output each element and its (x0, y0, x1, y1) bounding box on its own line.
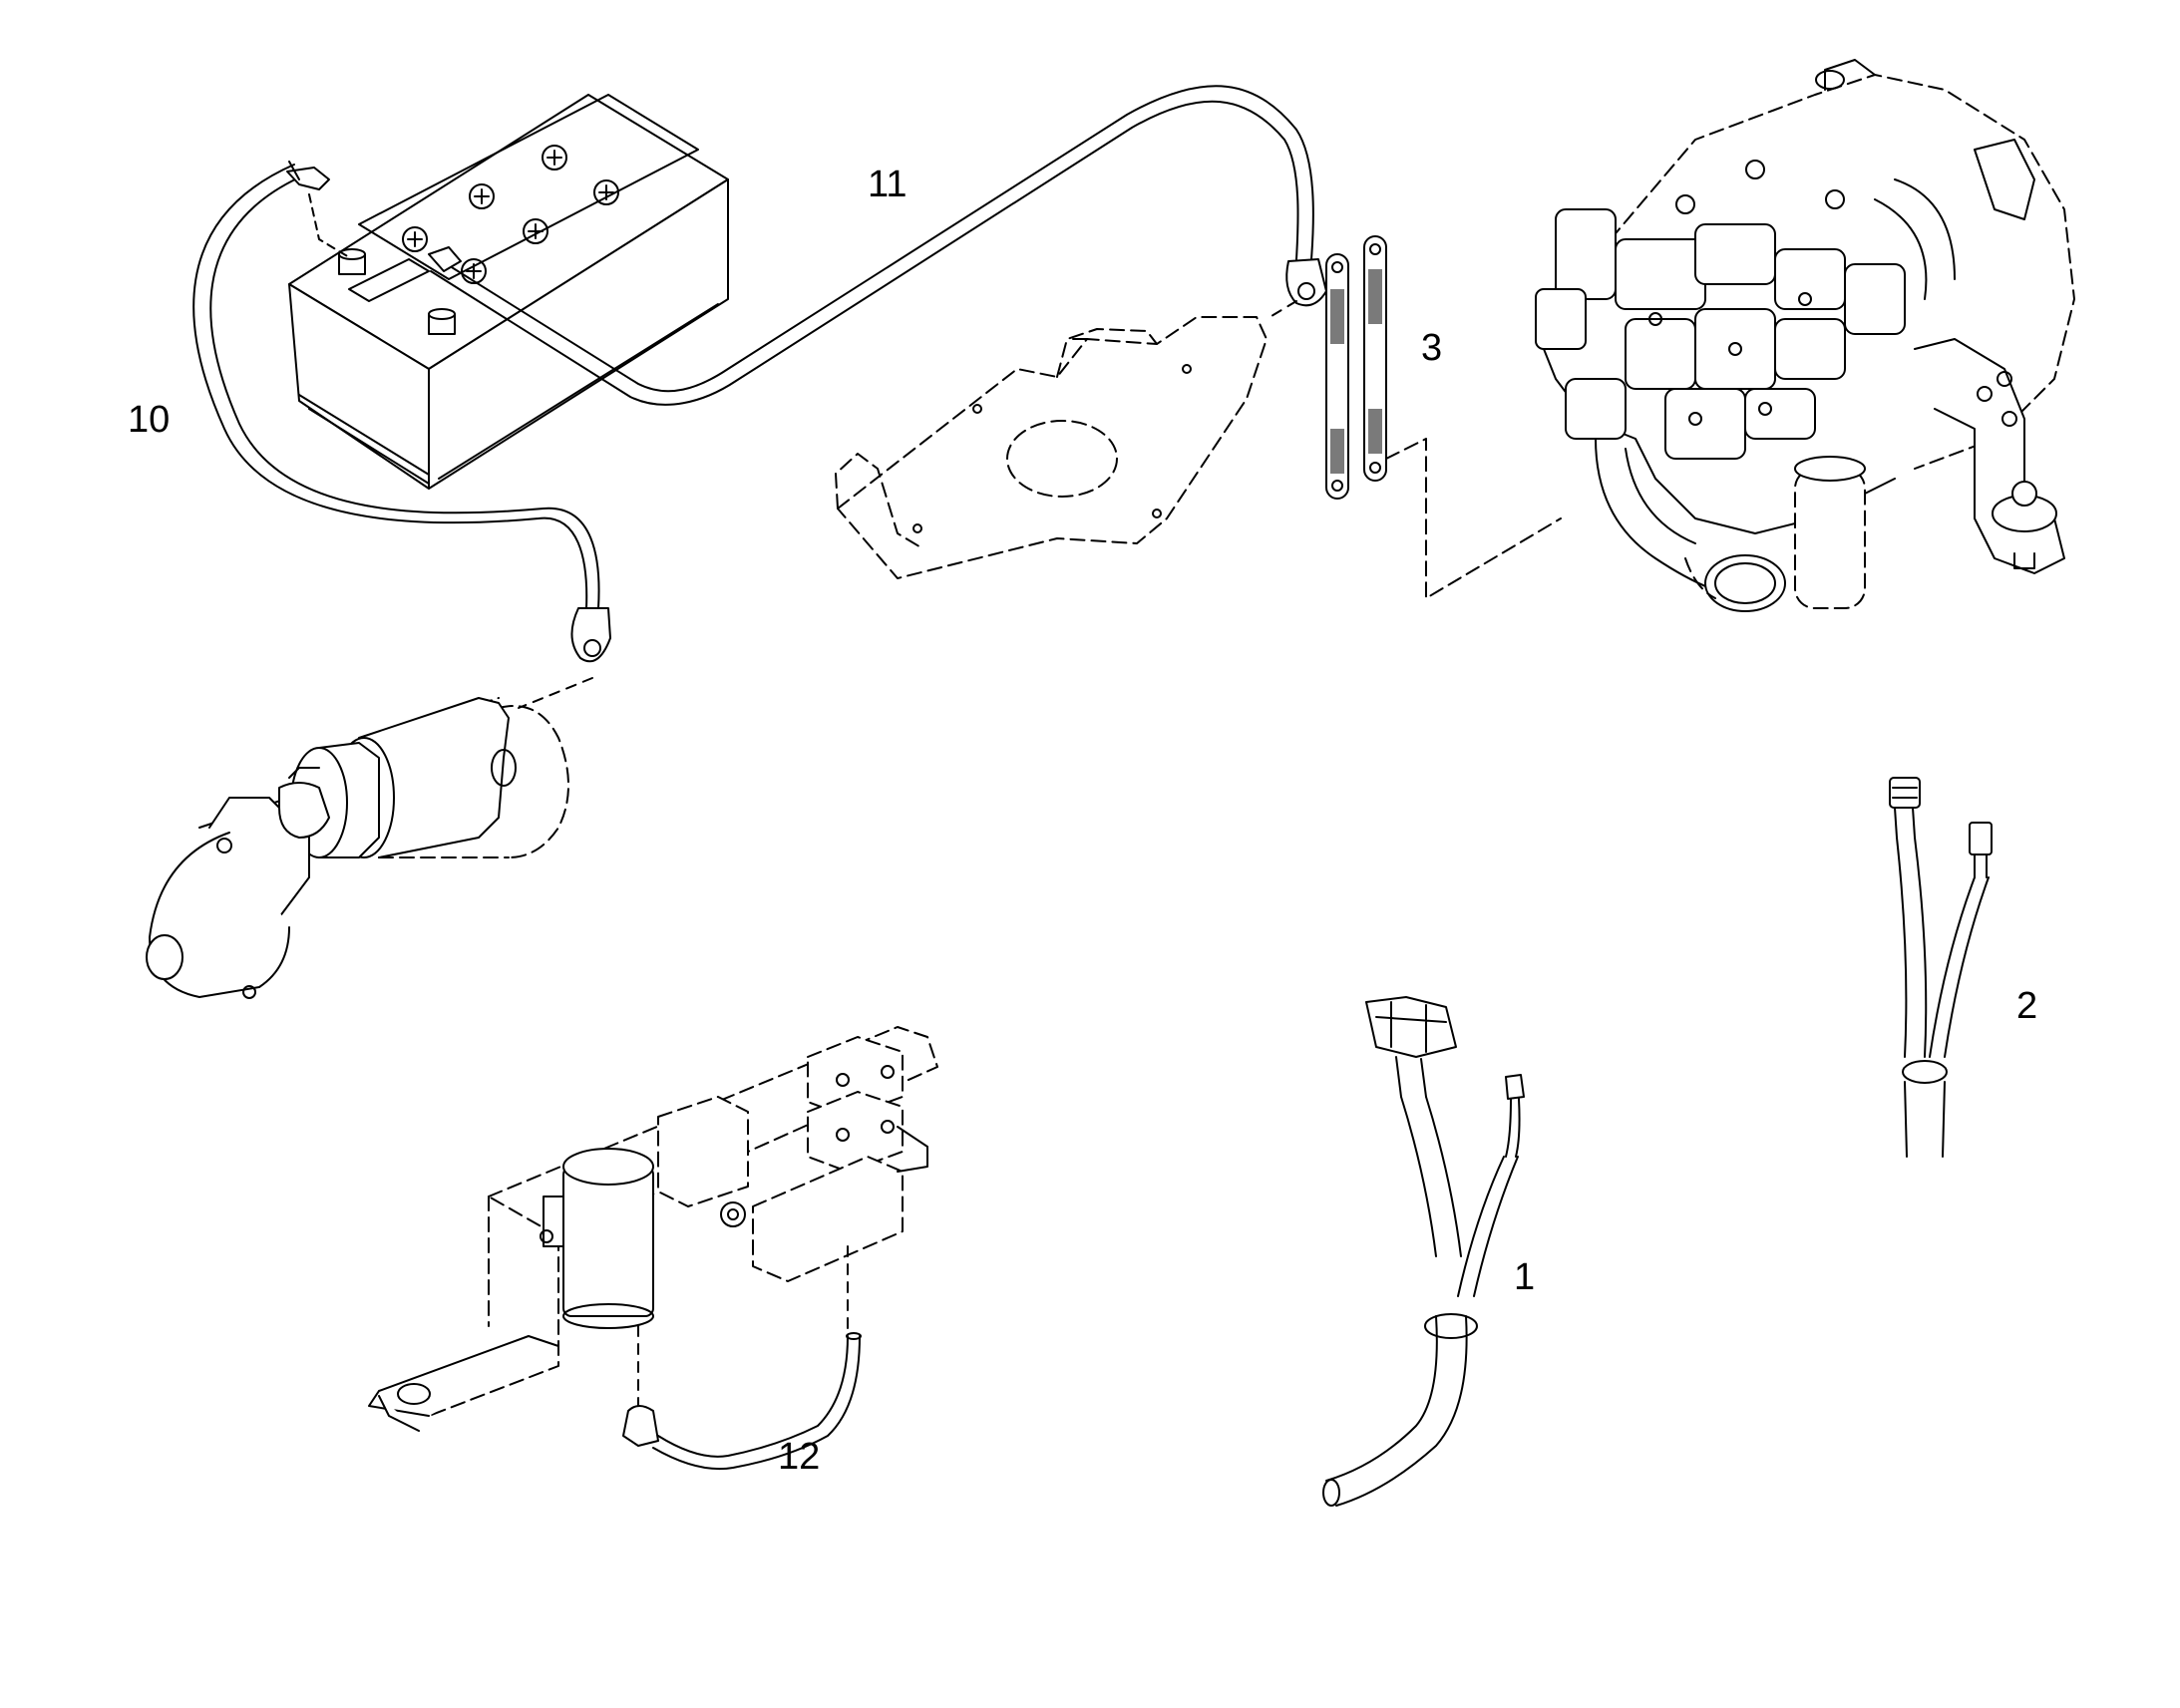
callout-1: 1 (1514, 1256, 1536, 1298)
mounting-plate (836, 317, 1267, 578)
ground-straps-3 (1326, 236, 1561, 598)
cable-10 (193, 162, 610, 708)
harness-2 (1890, 778, 1992, 1157)
battery (289, 95, 728, 489)
callout-2: 2 (2016, 985, 2038, 1027)
relay-panel (369, 1027, 937, 1469)
starter-motor (147, 698, 568, 998)
callout-12: 12 (778, 1436, 821, 1478)
cable-11 (429, 86, 1326, 405)
battery-caps (403, 146, 618, 283)
callout-3: 3 (1421, 327, 1443, 369)
callout-10: 10 (128, 399, 171, 441)
callout-11: 11 (868, 164, 908, 205)
engine-assembly (1536, 60, 2074, 611)
harness-1 (1323, 997, 1524, 1506)
